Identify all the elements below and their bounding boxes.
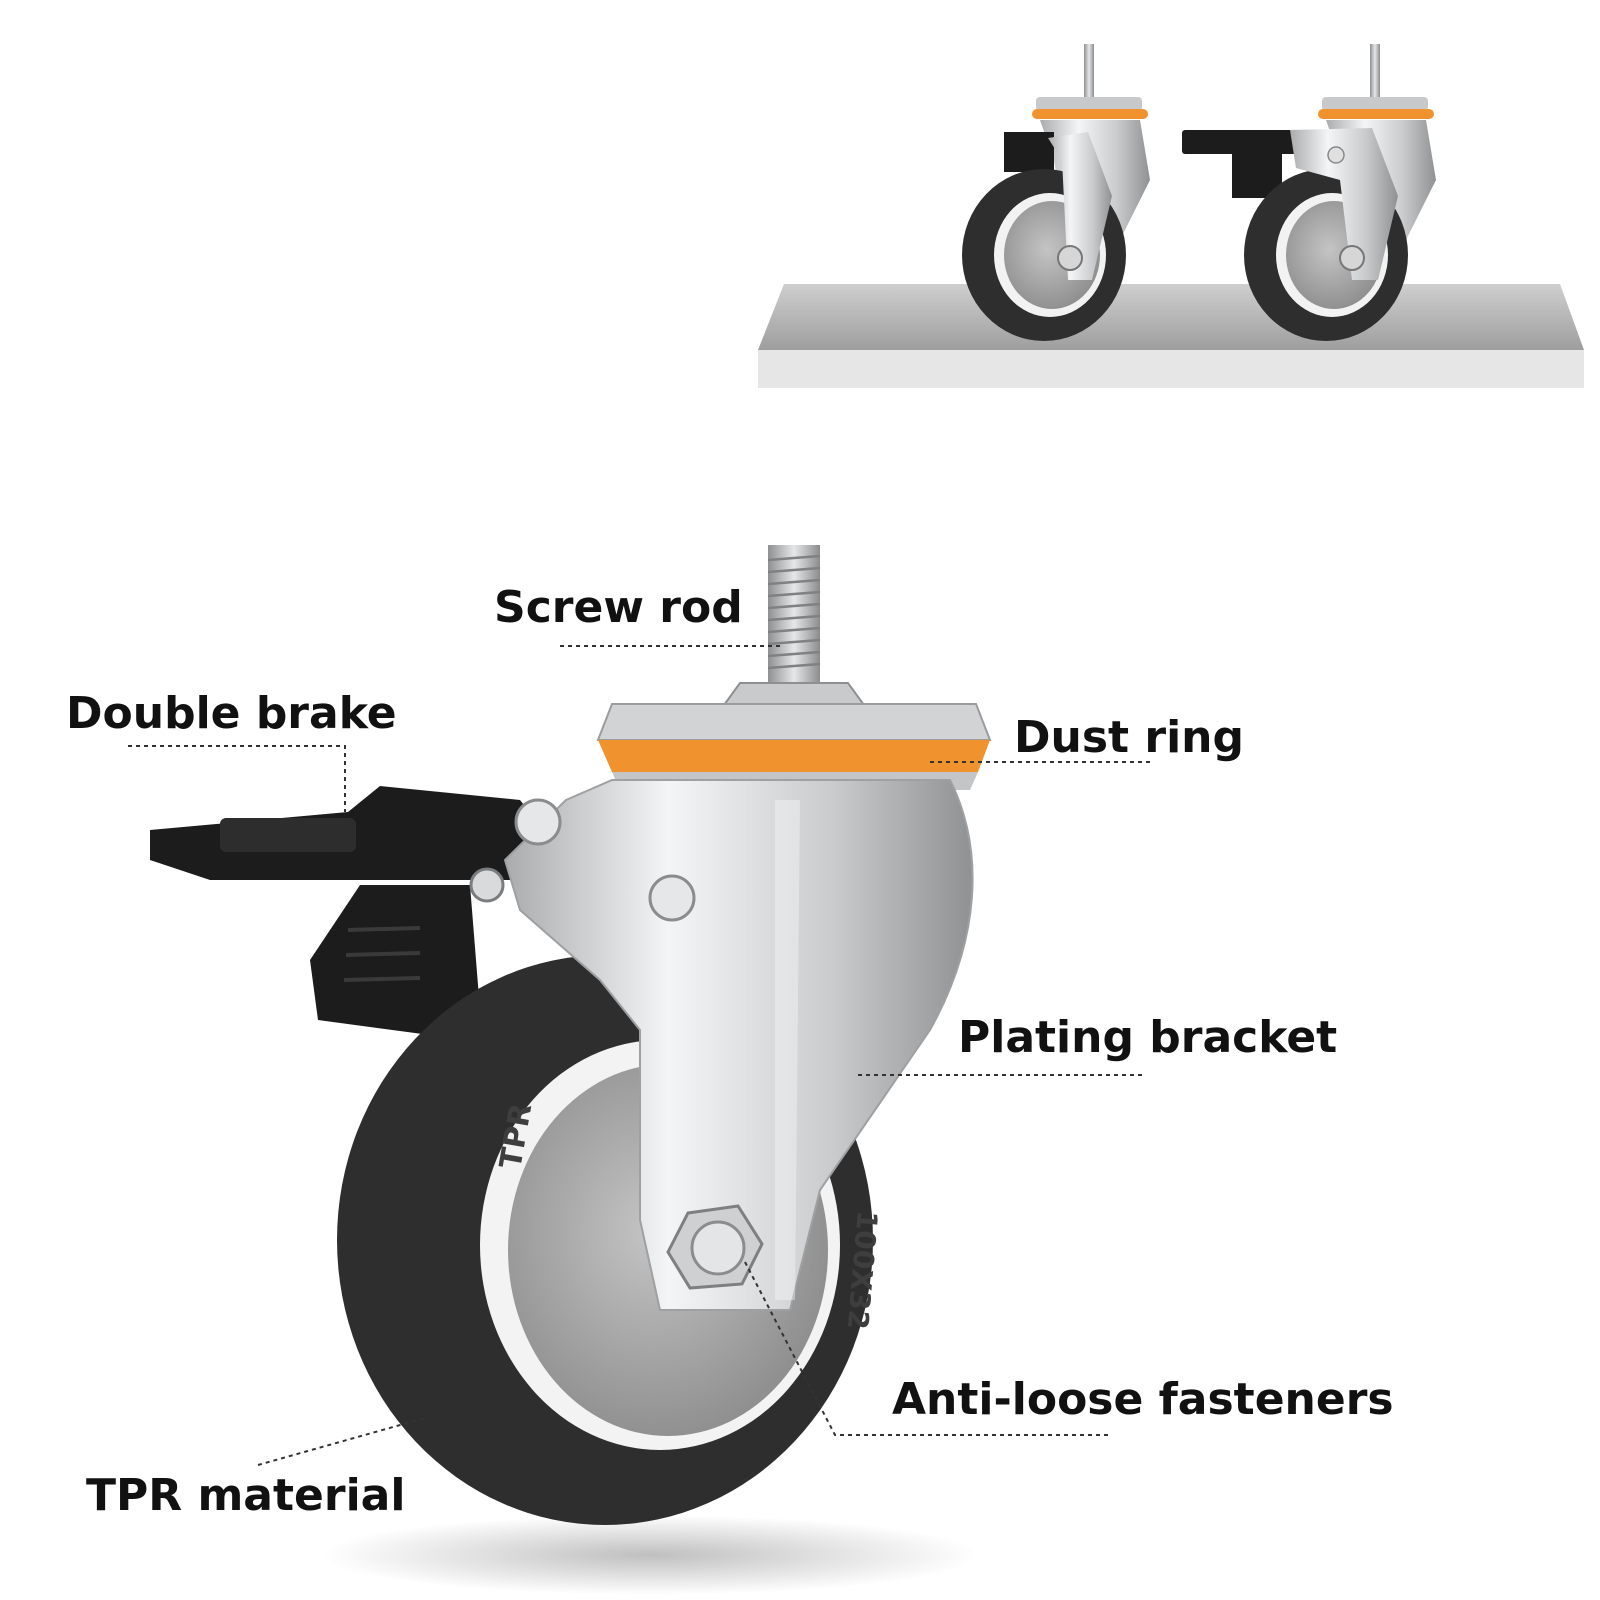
- main-caster: TPR 100X32: [150, 545, 992, 1595]
- top-plate: [596, 703, 992, 741]
- leader-double-brake: [128, 745, 346, 812]
- shelf-scene: [758, 44, 1584, 388]
- leader-lines: [128, 645, 1150, 1466]
- anti-loose-fastener: [666, 1204, 764, 1290]
- rivet-brake: [469, 867, 505, 903]
- label-double-brake: Double brake: [66, 688, 397, 739]
- small-caster-icon: [962, 44, 1150, 341]
- label-plating-bracket: Plating bracket: [958, 1012, 1338, 1063]
- label-anti-loose-fasteners: Anti-loose fasteners: [892, 1374, 1394, 1425]
- label-dust-ring: Dust ring: [1014, 712, 1244, 763]
- double-brake: [150, 786, 560, 1035]
- label-screw-rod: Screw rod: [494, 582, 743, 633]
- dust-ring: [598, 740, 990, 772]
- floor-shadow: [320, 1515, 980, 1595]
- rivet-upper: [514, 798, 562, 846]
- small-caster-brake-icon: [1182, 44, 1436, 341]
- leader-fasteners: [744, 1261, 1110, 1436]
- shelf-front-edge: [758, 350, 1584, 388]
- plating-bracket: [503, 779, 974, 1311]
- leader-tpr: [257, 1417, 426, 1466]
- shelf-top-surface: [758, 284, 1584, 350]
- rivet-mid: [648, 874, 696, 922]
- label-tpr-material: TPR material: [86, 1470, 406, 1521]
